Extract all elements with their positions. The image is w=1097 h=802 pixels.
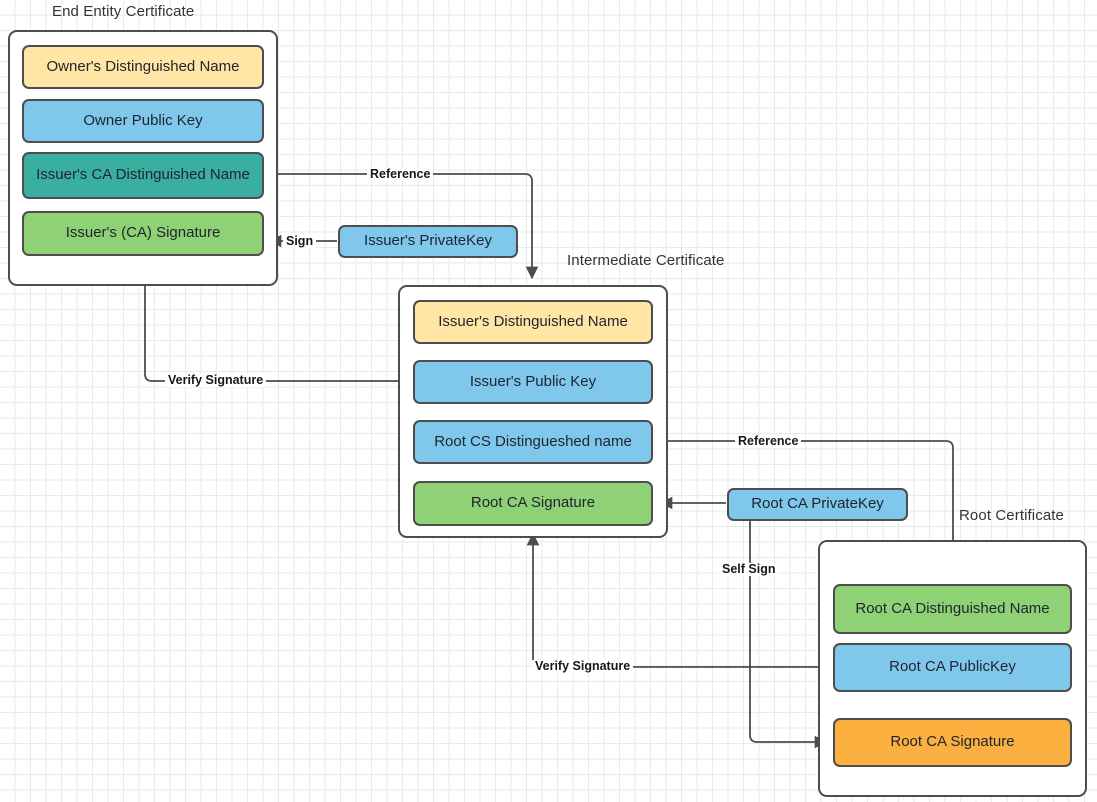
field-root-ca-signature[interactable]: Root CA Signature [833,718,1072,767]
root-certificate-title: Root Certificate [959,507,1064,524]
field-owner-public-key[interactable]: Owner Public Key [22,99,264,143]
edge-label-verify-signature-2: Verify Signature [532,660,634,673]
edge-label-reference-1: Reference [367,168,434,181]
edge-label-self-sign: Self Sign [719,563,779,576]
root-ca-private-key-box[interactable]: Root CA PrivateKey [727,488,908,521]
field-root-cs-distingueshed-name[interactable]: Root CS Distingueshed name [413,420,653,464]
field-intermediate-root-ca-signature[interactable]: Root CA Signature [413,481,653,526]
edge-label-sign-1: Sign [283,235,317,248]
intermediate-certificate-title: Intermediate Certificate [567,252,725,269]
field-issuers-ca-signature[interactable]: Issuer's (CA) Signature [22,211,264,256]
field-issuers-ca-distinguished-name[interactable]: Issuer's CA Distinguished Name [22,152,264,199]
field-root-ca-distinguished-name[interactable]: Root CA Distinguished Name [833,584,1072,634]
field-issuers-distinguished-name[interactable]: Issuer's Distinguished Name [413,300,653,344]
field-root-ca-public-key[interactable]: Root CA PublicKey [833,643,1072,692]
issuers-private-key-box[interactable]: Issuer's PrivateKey [338,225,518,258]
field-issuers-public-key[interactable]: Issuer's Public Key [413,360,653,404]
field-owners-distinguished-name[interactable]: Owner's Distinguished Name [22,45,264,89]
end-entity-certificate-title: End Entity Certificate [52,3,195,20]
edge-label-reference-2: Reference [735,435,802,448]
edge-label-verify-signature-1: Verify Signature [165,374,267,387]
